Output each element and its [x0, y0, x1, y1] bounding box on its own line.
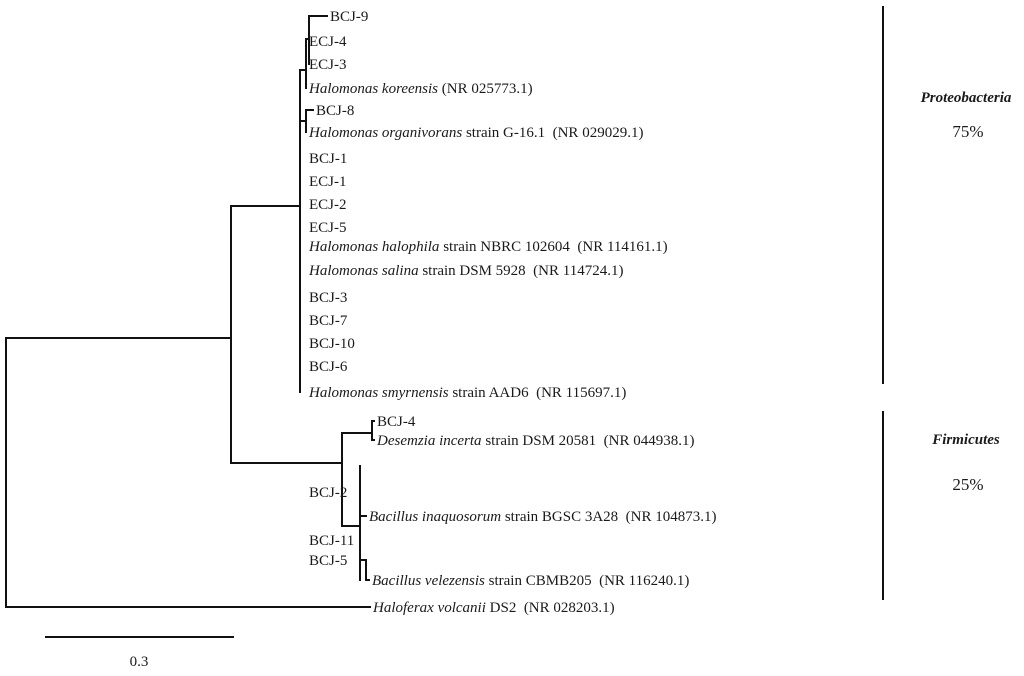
- taxon-label-h_salina: Halomonas salina strain DSM 5928 (NR 114…: [308, 263, 623, 279]
- taxon-label-part: Halomonas smyrnensis: [308, 385, 449, 401]
- taxon-label-part: BCJ-2: [309, 485, 347, 501]
- group-annotations: Proteobacteria 75% Firmicutes 25%: [882, 6, 1012, 600]
- taxon-label-bcj11: BCJ-11: [309, 533, 354, 549]
- taxon-label-part: strain AAD6 (NR 115697.1): [449, 385, 627, 401]
- taxon-label-part: BCJ-4: [377, 414, 416, 430]
- taxon-label-ecj4: ECJ-4: [309, 34, 347, 50]
- taxon-label-ecj1: ECJ-1: [309, 174, 347, 190]
- taxon-label-h_volcanii: Haloferax volcanii DS2 (NR 028203.1): [372, 600, 615, 616]
- taxon-label-part: BCJ-9: [330, 9, 368, 25]
- taxon-label-b_inaquosorum: Bacillus inaquosorum strain BGSC 3A28 (N…: [369, 509, 717, 525]
- group-percent-firmicutes: 25%: [952, 475, 983, 494]
- taxon-label-part: BCJ-11: [309, 533, 354, 549]
- taxon-label-bcj1: BCJ-1: [309, 151, 347, 167]
- taxon-label-part: strain CBMB205 (NR 116240.1): [485, 573, 689, 589]
- taxon-label-part: ECJ-2: [309, 197, 347, 213]
- taxon-label-part: Haloferax volcanii: [372, 600, 486, 616]
- taxon-label-part: BCJ-1: [309, 151, 347, 167]
- taxon-label-d_incerta: Desemzia incerta strain DSM 20581 (NR 04…: [376, 433, 694, 449]
- taxon-label-ecj2: ECJ-2: [309, 197, 347, 213]
- taxon-label-part: Halomonas halophila: [308, 239, 439, 255]
- taxon-label-part: Desemzia incerta: [376, 433, 482, 449]
- taxon-label-part: (NR 025773.1): [438, 81, 533, 97]
- taxon-label-part: strain DSM 5928 (NR 114724.1): [419, 263, 624, 279]
- taxon-label-h_koreensis: Halomonas koreensis (NR 025773.1): [308, 81, 533, 97]
- taxon-label-part: strain DSM 20581 (NR 044938.1): [482, 433, 695, 449]
- taxon-label-part: Halomonas organivorans: [308, 125, 462, 141]
- taxon-label-h_smyrnensis: Halomonas smyrnensis strain AAD6 (NR 115…: [308, 385, 626, 401]
- taxon-label-part: Bacillus inaquosorum: [369, 509, 501, 525]
- taxon-label-part: BCJ-10: [309, 336, 355, 352]
- taxon-label-part: strain G-16.1 (NR 029029.1): [462, 125, 643, 141]
- taxon-label-part: ECJ-4: [309, 34, 347, 50]
- taxon-label-bcj6: BCJ-6: [309, 359, 348, 375]
- taxon-label-part: BCJ-6: [309, 359, 348, 375]
- taxon-label-part: DS2 (NR 028203.1): [486, 600, 615, 616]
- tree-branches: [5, 15, 375, 608]
- taxon-label-ecj3: ECJ-3: [309, 57, 347, 73]
- taxon-label-part: ECJ-1: [309, 174, 347, 190]
- taxon-label-bcj7: BCJ-7: [309, 313, 348, 329]
- taxon-label-part: strain NBRC 102604 (NR 114161.1): [439, 239, 667, 255]
- taxon-label-b_velezensis: Bacillus velezensis strain CBMB205 (NR 1…: [372, 573, 689, 589]
- taxon-label-part: ECJ-3: [309, 57, 347, 73]
- taxon-label-part: Bacillus velezensis: [372, 573, 485, 589]
- taxon-label-part: BCJ-8: [316, 103, 354, 119]
- taxon-label-h_halophila: Halomonas halophila strain NBRC 102604 (…: [308, 239, 668, 255]
- taxon-label-bcj4: BCJ-4: [377, 414, 416, 430]
- taxon-label-h_organivorans: Halomonas organivorans strain G-16.1 (NR…: [308, 125, 643, 141]
- scale-bar-label: 0.3: [130, 654, 149, 670]
- taxon-label-bcj3: BCJ-3: [309, 290, 347, 306]
- taxon-label-bcj8: BCJ-8: [316, 103, 354, 119]
- taxon-label-part: strain BGSC 3A28 (NR 104873.1): [501, 509, 716, 525]
- taxon-label-part: BCJ-7: [309, 313, 348, 329]
- taxon-label-part: Halomonas salina: [308, 263, 419, 279]
- taxon-label-part: ECJ-5: [309, 220, 347, 236]
- taxon-label-part: BCJ-5: [309, 553, 347, 569]
- taxon-label-bcj9: BCJ-9: [330, 9, 368, 25]
- taxon-label-part: BCJ-3: [309, 290, 347, 306]
- group-name-proteobacteria: Proteobacteria: [921, 90, 1012, 106]
- taxon-label-bcj10: BCJ-10: [309, 336, 355, 352]
- taxon-label-bcj5: BCJ-5: [309, 553, 347, 569]
- scale-bar: 0.3: [45, 636, 234, 670]
- taxon-label-bcj2: BCJ-2: [309, 485, 347, 501]
- taxon-label-ecj5: ECJ-5: [309, 220, 347, 236]
- taxon-label-part: Halomonas koreensis: [308, 81, 438, 97]
- group-percent-proteobacteria: 75%: [952, 122, 983, 141]
- group-name-firmicutes: Firmicutes: [931, 432, 1000, 448]
